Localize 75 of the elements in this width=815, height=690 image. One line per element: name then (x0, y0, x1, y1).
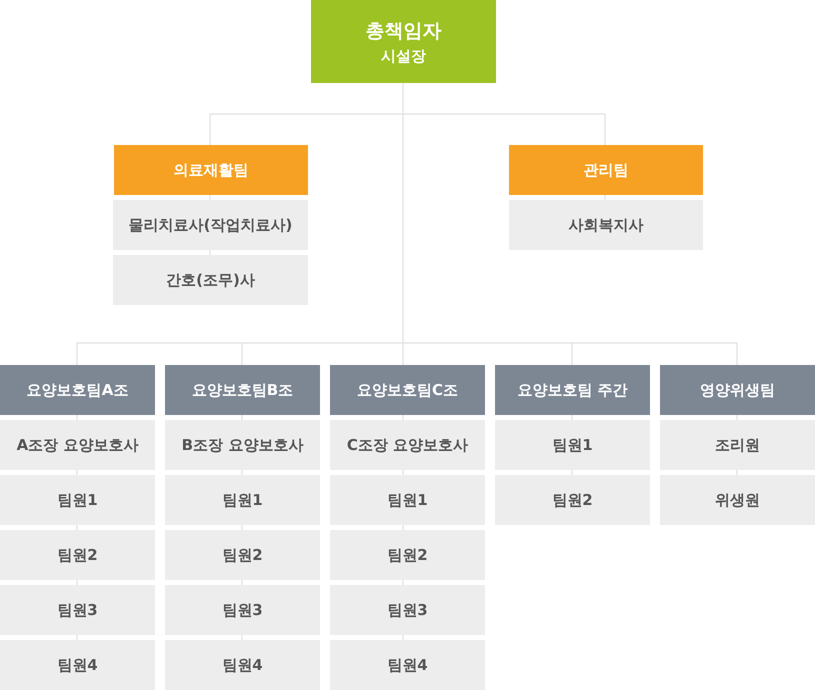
team-name: 영양위생팀 (700, 380, 775, 400)
role-box (165, 585, 320, 635)
connector-line (736, 470, 738, 476)
connector-line (736, 414, 738, 420)
connector-line (604, 194, 606, 200)
team-name: 요양보호팀B조 (192, 380, 294, 400)
team-name: 요양보호팀A조 (26, 380, 128, 400)
role-box (330, 585, 485, 635)
team-name: 의료재활팀 (174, 160, 248, 180)
role-name: 팀원2 (387, 545, 428, 565)
role-box (0, 420, 155, 470)
role-box (660, 420, 815, 470)
role-name: 조리원 (715, 435, 760, 455)
team-header-box (330, 365, 485, 415)
position-title: 총책임자 (366, 18, 442, 44)
role-name: B조장 요양보호사 (182, 435, 304, 455)
director-box (311, 0, 496, 83)
role-name: 팀원4 (57, 655, 98, 675)
connector-line (402, 524, 404, 530)
role-box (495, 475, 650, 525)
team-header-box (165, 365, 320, 415)
role-box (113, 255, 308, 305)
connector-line (76, 470, 78, 476)
connector-line (76, 414, 78, 420)
role-name: 팀원2 (222, 545, 263, 565)
connector-line (402, 470, 404, 476)
role-name: C조장 요양보호사 (346, 435, 468, 455)
role-name: 팀원3 (57, 600, 98, 620)
role-box (330, 640, 485, 690)
role-box (330, 475, 485, 525)
role-name: 사회복지사 (568, 215, 644, 235)
role-name: 간호(조무)사 (166, 270, 255, 290)
role-name: 팀원4 (222, 655, 263, 675)
team-header-box (114, 145, 308, 195)
role-box (495, 420, 650, 470)
role-box (330, 530, 485, 580)
role-box (0, 585, 155, 635)
team-name: 요양보호팀C조 (356, 380, 458, 400)
role-name: 위생원 (715, 490, 760, 510)
connector-line (76, 634, 78, 640)
role-box (660, 475, 815, 525)
role-name: 팀원2 (552, 490, 593, 510)
role-name: A조장 요양보호사 (16, 435, 138, 455)
connector-line (402, 580, 404, 586)
role-name: 팀원2 (57, 545, 98, 565)
role-box (330, 420, 485, 470)
role-box (113, 200, 308, 250)
role-name: 팀원1 (552, 435, 593, 455)
role-box (165, 420, 320, 470)
position-subtitle: 시설장 (381, 46, 426, 66)
team-header-box (660, 365, 815, 415)
role-name: 팀원1 (222, 490, 263, 510)
role-box (509, 200, 703, 250)
connector-line (402, 634, 404, 640)
team-name: 요양보호팀 주간 (517, 380, 628, 400)
team-name: 관리팀 (584, 160, 628, 180)
role-name: 팀원1 (387, 490, 428, 510)
connector-line (76, 580, 78, 586)
role-box (0, 475, 155, 525)
team-header-box (509, 145, 703, 195)
role-name: 물리치료사(작업치료사) (128, 215, 292, 235)
role-box (0, 530, 155, 580)
role-name: 팀원3 (222, 600, 263, 620)
team-header-box (495, 365, 650, 415)
role-box (165, 475, 320, 525)
connector-line (76, 524, 78, 530)
role-name: 팀원1 (57, 490, 98, 510)
connector-line (402, 414, 404, 420)
role-box (165, 640, 320, 690)
role-box (0, 640, 155, 690)
role-name: 팀원4 (387, 655, 428, 675)
connector-line (76, 82, 738, 366)
role-name: 팀원3 (387, 600, 428, 620)
role-box (165, 530, 320, 580)
team-header-box (0, 365, 155, 415)
